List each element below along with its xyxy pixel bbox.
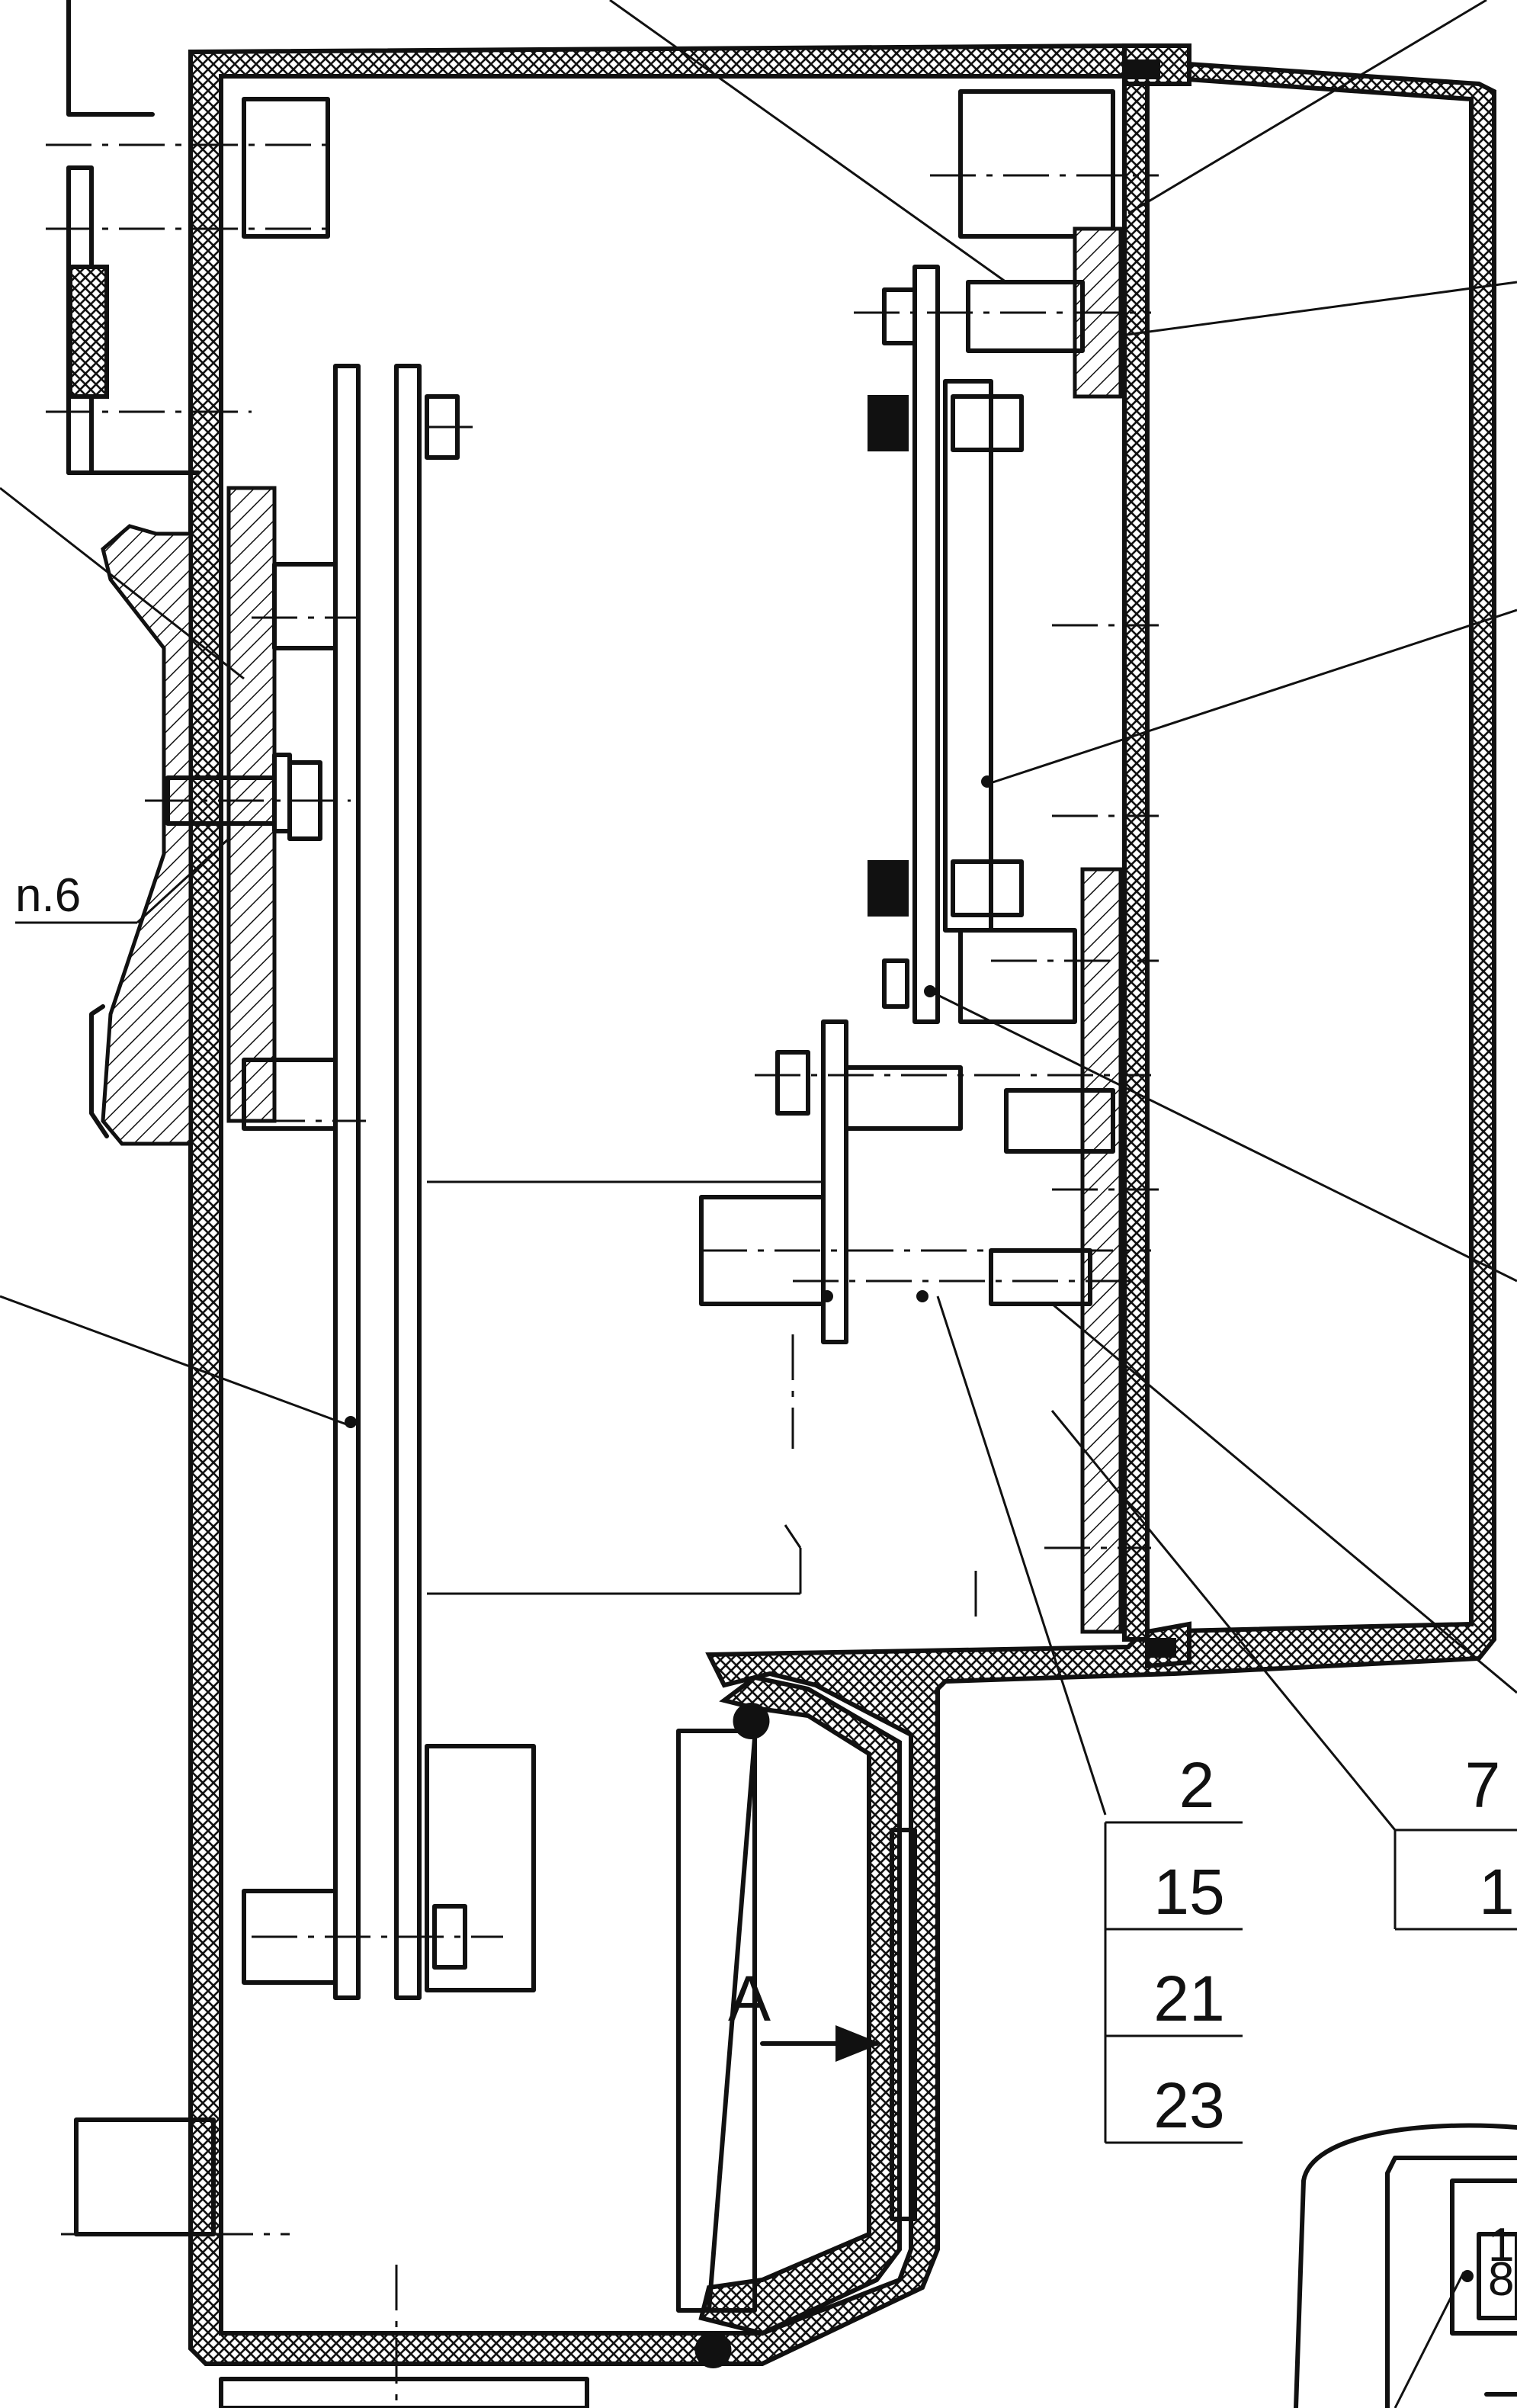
lower-door [61,43,1191,2408]
callout-number: 19 [1479,1856,1517,1928]
callout-number: 2 [1179,1749,1215,1821]
inset-detail: 1 8 [1294,2123,1517,2408]
inset-digit: 8 [1488,2253,1514,2306]
callout-number: 7 [1465,1749,1501,1821]
callout-stack-left: 2 15 21 23 [1104,1749,1243,2144]
callout-stack-right: 7 19 [1395,1749,1517,1931]
left-pcb-assembly [46,97,536,2000]
section-reference-label: n.6 [15,869,81,922]
view-arrow-a: A [728,1963,881,2062]
view-marker-label: A [728,1963,771,2034]
inset-digit: 1 [1488,2219,1514,2272]
callout-number: 21 [1153,1963,1224,2034]
section-reference: n.6 [15,869,81,922]
right-pcb-assembly [427,89,1159,1634]
dot-markers [345,775,993,1428]
callout-number: 15 [1153,1856,1224,1928]
housing-wall [188,43,1496,2366]
callout-number: 23 [1153,2069,1224,2141]
